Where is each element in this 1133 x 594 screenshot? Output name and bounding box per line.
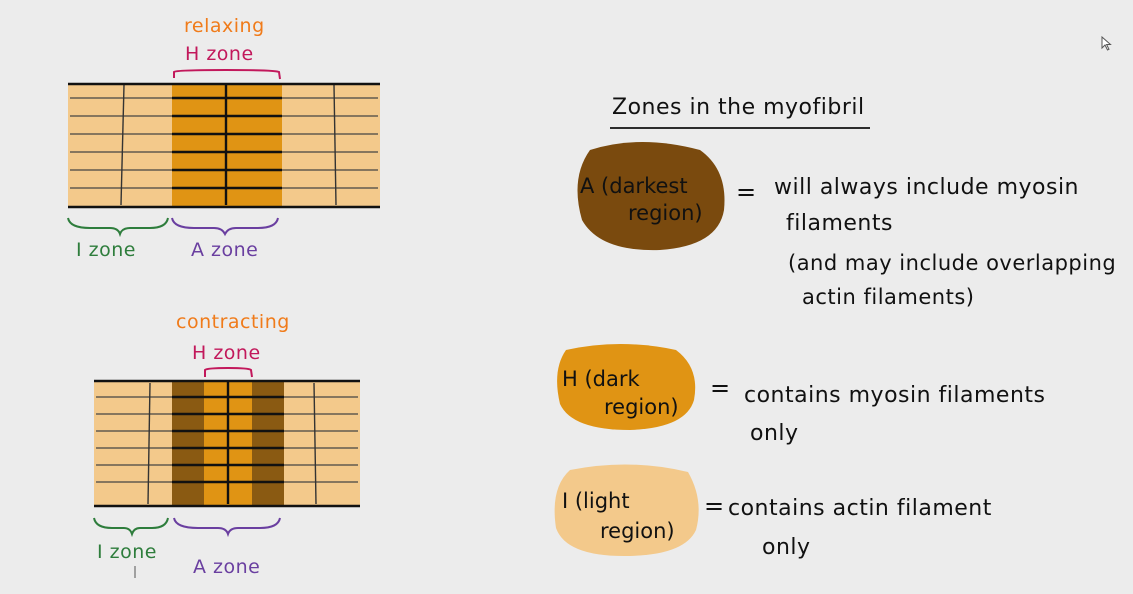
contracting-h-zone-label: H zone (192, 342, 261, 364)
relaxing-h-zone-bracket (173, 68, 281, 80)
i-zone-equals: = (704, 492, 725, 520)
a-zone-desc-line3: (and may include overlapping (788, 251, 1117, 275)
contracting-a-band-left (172, 381, 204, 506)
h-zone-blob-line2: region) (604, 395, 679, 419)
a-zone-equals: = (736, 178, 757, 206)
relaxing-i-zone-brace (67, 217, 169, 238)
contracting-h-zone-bracket (204, 366, 253, 378)
a-zone-desc-line4: actin filaments) (802, 285, 975, 309)
cursor-icon (1101, 36, 1112, 51)
contracting-a-zone-brace (173, 517, 281, 538)
contracting-a-band-right (252, 381, 284, 506)
relaxing-state-label: relaxing (184, 15, 265, 37)
h-zone-desc-line1: contains myosin filaments (744, 383, 1046, 408)
a-zone-desc-line1: will always include myosin (774, 175, 1079, 200)
i-zone-blob-line2: region) (600, 519, 675, 543)
notes-title: Zones in the myofibril (612, 95, 865, 120)
relaxing-a-zone-label: A zone (191, 239, 259, 261)
relaxing-i-zone-label: I zone (76, 239, 136, 261)
contracting-state-label: contracting (176, 311, 290, 333)
h-zone-desc-line2: only (750, 421, 799, 446)
a-zone-blob-line2: region) (628, 201, 703, 225)
contracting-a-zone-label: A zone (193, 556, 261, 578)
relaxing-z-lines (120, 84, 337, 206)
i-zone-desc-line1: contains actin filament (728, 496, 992, 521)
i-zone-blob-line1: I (light (562, 489, 630, 513)
contracting-i-zone-brace (93, 517, 169, 538)
contracting-z-lines (147, 382, 317, 505)
i-zone-desc-line2: only (762, 535, 811, 560)
relaxing-h-zone-label: H zone (185, 43, 254, 65)
a-zone-blob-line1: A (darkest (580, 174, 688, 198)
h-zone-blob-line1: H (dark (562, 367, 640, 391)
a-zone-desc-line2: filaments (786, 211, 893, 236)
relaxing-a-zone-brace (171, 217, 279, 237)
contracting-i-zone-label: I zone (97, 541, 157, 563)
h-zone-equals: = (710, 374, 731, 402)
